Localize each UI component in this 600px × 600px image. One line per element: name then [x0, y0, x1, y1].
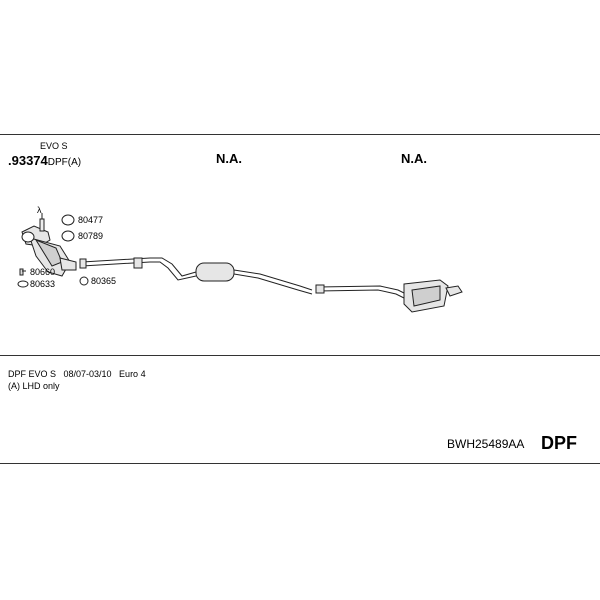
bolt-icon-80660 [19, 268, 26, 276]
part-number-suffix: DPF(A) [47, 157, 82, 168]
part-label-80633: 80633 [30, 279, 56, 289]
rear-pipe [315, 284, 411, 301]
middle-divider [0, 355, 600, 356]
info-line-2: (A) LHD only [8, 381, 60, 391]
kit-code: BWH25489AA [447, 437, 525, 451]
clamp-icon-80365 [79, 276, 89, 286]
middle-silencer [195, 262, 235, 282]
variant-label: EVO S [40, 141, 68, 151]
catalytic-converter [21, 225, 77, 277]
lambda-label: λ [37, 205, 42, 215]
gasket-icon-80789 [61, 230, 75, 242]
na-label-right: N.A. [401, 151, 427, 166]
middle-pipe [233, 269, 313, 295]
gasket-icon-80633 [17, 280, 29, 288]
info-line-1: DPF EVO S 08/07-03/10 Euro 4 [8, 369, 146, 379]
gasket-icon-80477 [61, 214, 75, 226]
part-number: .93374DPF(A) [8, 153, 81, 169]
part-number-main: .93374 [8, 153, 48, 168]
front-pipe [79, 257, 197, 281]
na-label-middle: N.A. [216, 151, 242, 166]
bottom-border [0, 463, 600, 464]
part-label-80660: 80660 [30, 267, 56, 277]
lambda-sensor-icon [39, 213, 45, 232]
dpf-badge: DPF [541, 433, 577, 453]
top-border [0, 134, 600, 135]
part-label-80477: 80477 [78, 215, 104, 225]
rear-silencer [403, 279, 463, 313]
part-label-80365: 80365 [91, 276, 117, 286]
part-label-80789: 80789 [78, 231, 104, 241]
